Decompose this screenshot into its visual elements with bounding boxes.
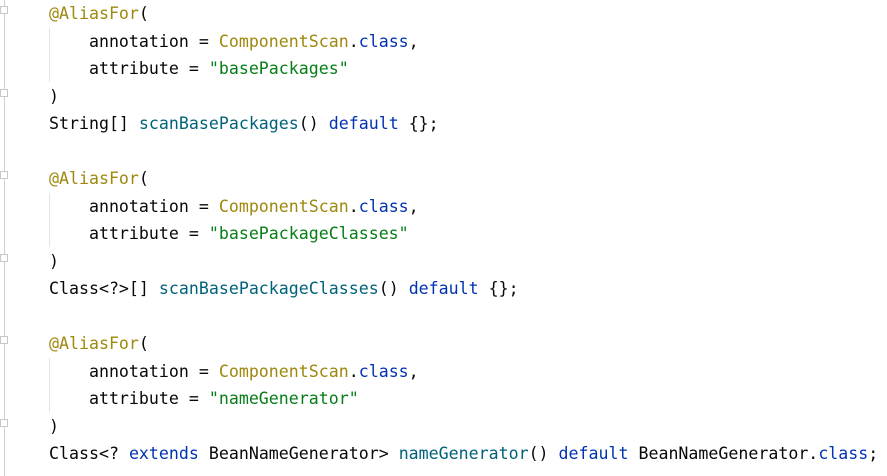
code-token-plain: , [408, 361, 419, 381]
code-token-plain: . [348, 361, 359, 381]
code-token-method: scanBasePackageClasses [158, 279, 379, 298]
code-token-annotation: @AliasFor [49, 334, 139, 353]
code-token-plain: () [378, 279, 409, 298]
code-token-keyword: default [328, 114, 399, 133]
code-token-annotation: @AliasFor [49, 169, 139, 188]
code-token-plain: ; [868, 444, 879, 463]
code-line[interactable]: ) [49, 413, 887, 441]
code-token-plain: () [528, 444, 559, 463]
fold-marker-icon[interactable] [0, 171, 8, 179]
code-token-keyword: class [818, 444, 869, 463]
code-token-plain: {}; [478, 279, 519, 298]
editor-gutter [0, 0, 14, 476]
code-token-string: "basePackages" [208, 59, 349, 78]
code-token-plain: annotation = [49, 361, 219, 381]
code-token-type-ann: ComponentScan [218, 361, 349, 381]
code-line[interactable]: annotation = ComponentScan.class, [49, 358, 887, 386]
gutter-line [4, 0, 5, 476]
code-token-keyword: class [358, 31, 409, 51]
code-token-type-ann: ComponentScan [218, 31, 349, 51]
code-token-keyword: default [558, 444, 629, 463]
code-token-type-ann: ComponentScan [218, 196, 349, 216]
code-token-keyword: default [408, 279, 479, 298]
code-token-annotation: @AliasFor [49, 4, 139, 23]
code-editor[interactable]: @AliasFor( annotation = ComponentScan.cl… [49, 0, 887, 476]
code-line[interactable]: annotation = ComponentScan.class, [49, 28, 887, 56]
code-token-plain: annotation = [49, 31, 219, 51]
code-line[interactable]: attribute = "nameGenerator" [49, 385, 887, 413]
code-token-plain: {}; [398, 114, 439, 133]
code-token-keyword: class [358, 196, 409, 216]
code-token-plain: , [408, 196, 419, 216]
code-token-plain: ) [49, 416, 59, 436]
code-token-plain: Class<? [49, 444, 129, 463]
code-token-plain: ) [49, 86, 59, 106]
code-token-plain: attribute = [49, 224, 209, 243]
code-line[interactable]: attribute = "basePackages" [49, 55, 887, 83]
code-line[interactable]: ) [49, 248, 887, 276]
code-token-plain: . [348, 31, 359, 51]
code-token-plain: attribute = [49, 59, 209, 78]
code-line[interactable]: annotation = ComponentScan.class, [49, 193, 887, 221]
code-token-method: scanBasePackages [138, 114, 299, 133]
code-token-plain: Class<?>[] [49, 279, 159, 298]
code-token-plain: BeanNameGenerator> [198, 444, 399, 463]
code-line[interactable]: attribute = "basePackageClasses" [49, 220, 887, 248]
code-token-keyword: class [358, 361, 409, 381]
fold-marker-icon[interactable] [0, 89, 8, 97]
code-token-plain: ( [138, 334, 149, 353]
fold-marker-icon[interactable] [0, 254, 8, 262]
indent-guide [49, 193, 50, 247]
code-line[interactable]: Class<? extends BeanNameGenerator> nameG… [49, 440, 887, 468]
code-line[interactable]: @AliasFor( [49, 330, 887, 358]
code-token-plain: String[] [49, 114, 139, 133]
code-line[interactable] [49, 138, 887, 166]
code-token-plain: , [408, 31, 419, 51]
code-line[interactable] [49, 303, 887, 331]
fold-marker-icon[interactable] [0, 419, 8, 427]
code-line[interactable]: Class<?>[] scanBasePackageClasses() defa… [49, 275, 887, 303]
code-token-string: "basePackageClasses" [208, 224, 409, 243]
code-token-method: nameGenerator [398, 444, 529, 463]
code-token-plain: ( [138, 169, 149, 188]
code-line[interactable]: @AliasFor( [49, 0, 887, 28]
code-token-plain: . [348, 196, 359, 216]
code-token-plain: ) [49, 251, 59, 271]
code-token-plain: ( [138, 4, 149, 23]
code-token-plain: annotation = [49, 196, 219, 216]
indent-guide [49, 358, 50, 412]
code-line[interactable]: String[] scanBasePackages() default {}; [49, 110, 887, 138]
code-line[interactable]: ) [49, 83, 887, 111]
indent-guide [49, 28, 50, 82]
code-token-plain: attribute = [49, 389, 209, 408]
code-token-plain: BeanNameGenerator. [628, 444, 819, 463]
code-line[interactable]: @AliasFor( [49, 165, 887, 193]
fold-marker-icon[interactable] [0, 6, 8, 14]
code-token-string: "nameGenerator" [208, 389, 359, 408]
code-token-keyword: extends [128, 444, 199, 463]
code-token-plain: () [298, 114, 329, 133]
fold-marker-icon[interactable] [0, 336, 8, 344]
